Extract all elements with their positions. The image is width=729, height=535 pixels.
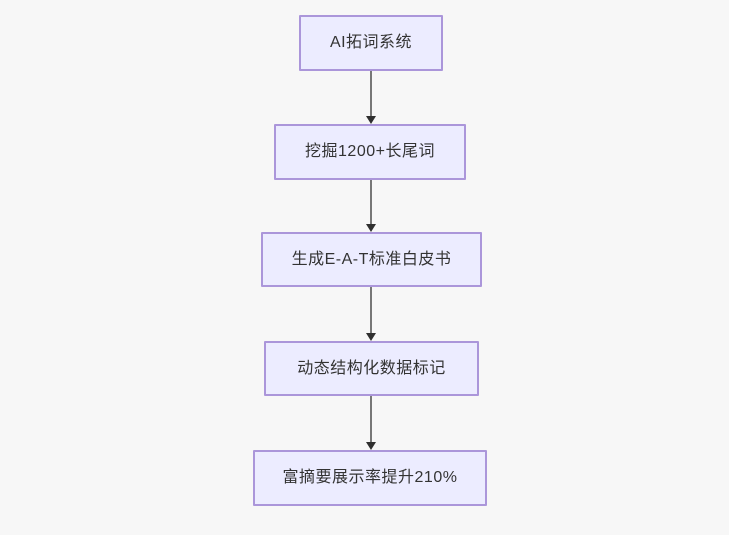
arrow-line [370,180,372,225]
arrow-line [370,396,372,443]
arrowhead-down-icon [366,116,376,124]
flow-edge-1 [365,71,377,124]
arrowhead-down-icon [366,333,376,341]
flow-node-2-label: 挖掘1200+长尾词 [305,143,435,160]
flow-node-1: AI拓词系统 [299,15,443,71]
flow-node-3-label: 生成E-A-T标准白皮书 [291,250,452,268]
arrowhead-down-icon [366,442,376,450]
flow-node-4: 动态结构化数据标记 [264,341,479,396]
arrow-line [370,287,372,334]
flow-node-4-label: 动态结构化数据标记 [297,359,446,377]
flow-edge-2 [365,180,377,232]
flow-node-2: 挖掘1200+长尾词 [274,124,466,180]
flow-node-5-label: 富摘要展示率提升210% [282,469,458,486]
flow-node-3: 生成E-A-T标准白皮书 [261,232,482,287]
flow-edge-3 [365,287,377,341]
flow-node-1-label: AI拓词系统 [329,34,413,51]
flow-edge-4 [365,396,377,450]
flow-node-5: 富摘要展示率提升210% [253,450,487,506]
arrowhead-down-icon [366,224,376,232]
arrow-line [370,71,372,117]
